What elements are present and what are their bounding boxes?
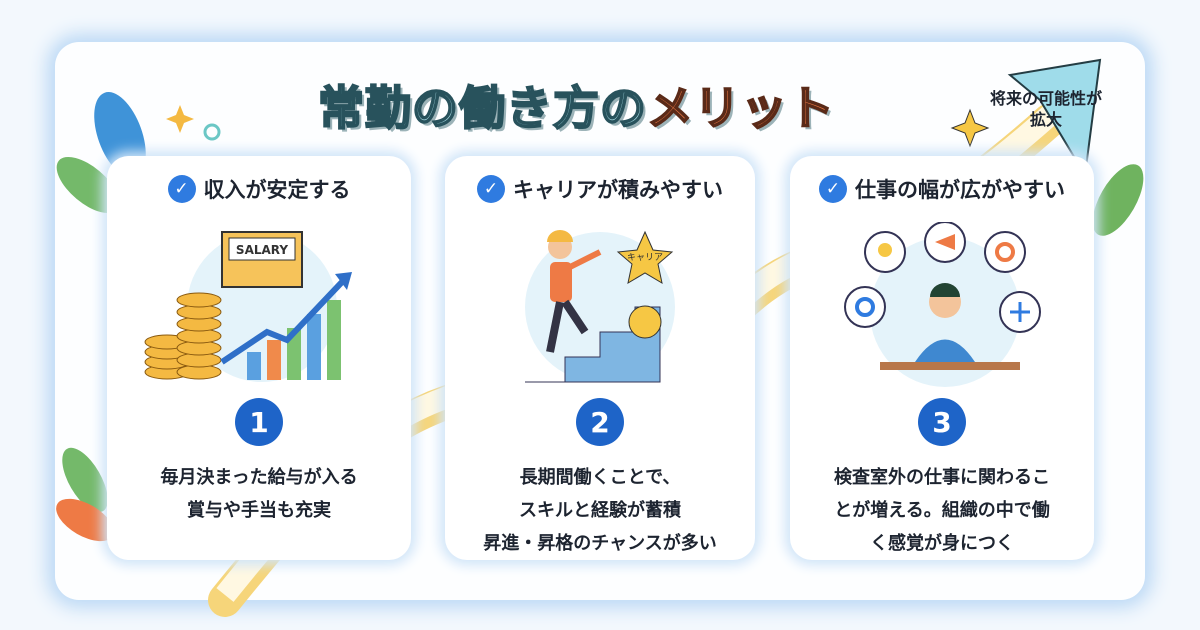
arrow-head-icon [1007, 58, 1102, 178]
page-title: 常勤の働き方のメリット [317, 80, 835, 136]
check-icon: ✓ [167, 175, 196, 203]
card-description: 検査室外の仕事に関わることが増える。組織の中で働く感覚が身につく [834, 467, 1050, 554]
card-income: ✓収入が安定する SALARY 1 毎月決まった給与が入る賞与や手当も充実 [107, 156, 411, 560]
sparkle-icon [166, 105, 194, 133]
work-scope-illustration [844, 222, 1041, 387]
card-scope: ✓仕事の幅が広がやすい 3 検査室外の仕事に関わることが増える。組織の中で働く感… [790, 156, 1094, 560]
future-label: 将来の可能性が拡大 [990, 89, 1103, 129]
svg-text:SALARY: SALARY [236, 243, 288, 257]
number-badge: 2 [576, 398, 624, 446]
number-badge: 1 [235, 398, 283, 446]
card-description: 毎月決まった給与が入る賞与や手当も充実 [160, 467, 358, 521]
check-icon: ✓ [819, 175, 847, 203]
sparkle-icon [950, 108, 990, 148]
career-illustration: キャリア [525, 230, 675, 383]
card-career: ✓キャリアが積みやすい キャリア 2 長期間働くことで、スキルと経験が蓄積昇進・… [445, 156, 755, 560]
leaf-icon [62, 447, 108, 513]
circle-decoration-icon [203, 123, 221, 141]
salary-illustration: SALARY [144, 231, 352, 382]
number-badge: 3 [918, 398, 966, 446]
leaf-icon [56, 156, 120, 214]
leaf-icon [56, 498, 114, 542]
card-description: 長期間働くことで、スキルと経験が蓄積昇進・昇格のチャンスが多い [483, 467, 717, 554]
check-icon: ✓ [477, 175, 505, 203]
leaf-icon [1092, 164, 1144, 236]
svg-text:キャリア: キャリア [627, 253, 663, 263]
